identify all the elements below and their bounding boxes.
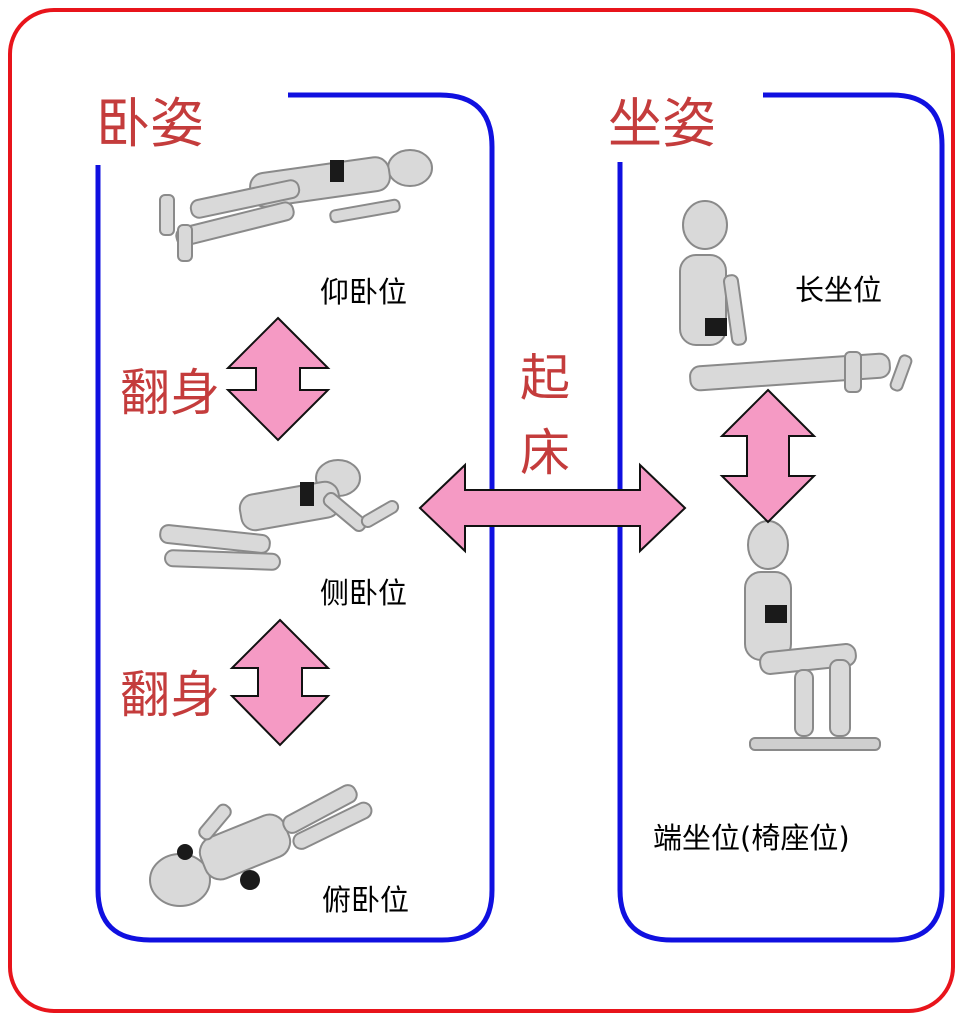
get-up-arrow	[418, 462, 687, 554]
turnover-label-2: 翻身	[120, 666, 220, 724]
supine-figure	[159, 149, 433, 262]
turnover-label-1: 翻身	[120, 364, 220, 422]
posture-label-chair-sitting: 端坐位(椅座位)	[653, 821, 850, 855]
posture-label-prone: 俯卧位	[322, 883, 409, 917]
lying-group-border	[95, 92, 495, 943]
get-up-label-line1: 起	[520, 349, 570, 407]
get-up-label-line2: 床	[520, 424, 570, 482]
posture-label-side-lying: 侧卧位	[320, 576, 407, 610]
sitting-group-border	[617, 92, 945, 943]
posture-label-supine: 仰卧位	[320, 275, 407, 309]
sitting-transition-arrow	[719, 388, 817, 524]
lying-group-title: 卧姿	[96, 92, 204, 155]
sitting-group-title: 坐姿	[608, 92, 716, 155]
posture-label-long-sitting: 长坐位	[795, 273, 882, 307]
side-lying-figure	[159, 459, 400, 571]
turnover-arrow-2	[229, 618, 331, 747]
outer-frame	[8, 8, 955, 1013]
prone-figure	[149, 784, 373, 907]
long-sitting-figure	[679, 200, 913, 393]
turnover-arrow-1	[225, 316, 331, 442]
chair-sitting-figure	[744, 520, 881, 751]
